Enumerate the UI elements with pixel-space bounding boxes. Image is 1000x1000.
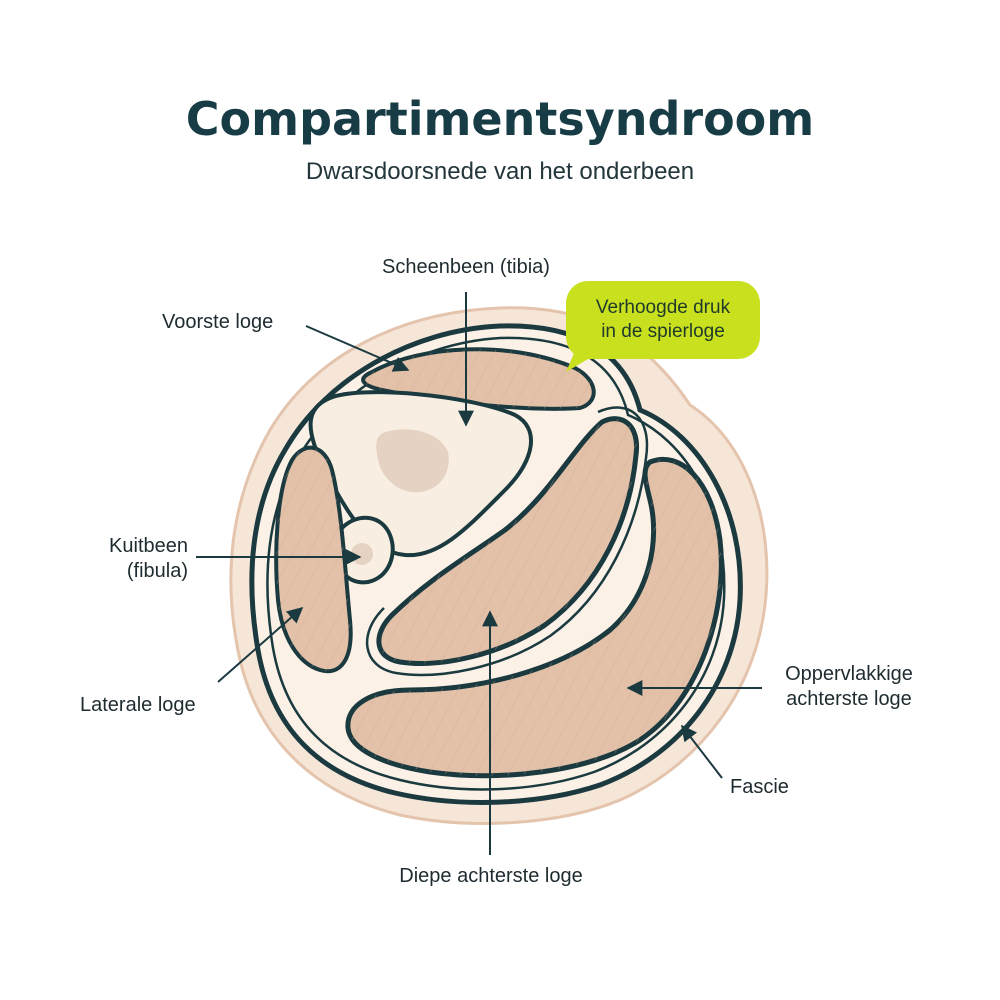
pressure-callout: Verhoogde druk in de spierloge <box>566 281 760 359</box>
callout-line-2: in de spierloge <box>601 321 725 342</box>
diagram-subtitle: Dwarsdoorsnede van het onderbeen <box>305 158 695 185</box>
label-anterior-compartment: Voorste loge <box>162 311 274 333</box>
label-deep-posterior-compartment: Diepe achterste loge <box>399 865 583 887</box>
callout-line-1: Verhoogde druk <box>595 297 731 318</box>
tibia-marrow <box>376 429 449 493</box>
leader-anterior <box>305 325 410 372</box>
label-fascia: Fascie <box>730 776 789 798</box>
label-superficial-posterior-compartment: Oppervlakkige achterste loge <box>785 663 913 710</box>
label-lateral-compartment: Laterale loge <box>80 694 196 716</box>
leader-fascia <box>681 724 723 779</box>
leader-lateral <box>217 606 304 683</box>
deep-posterior-inner-fascia <box>365 406 649 677</box>
label-tibia: Scheenbeen (tibia) <box>382 256 550 278</box>
fibula-marrow <box>351 543 373 565</box>
label-fibula: Kuitbeen (fibula) <box>109 535 188 582</box>
diagram-title: Compartimentsyndroom <box>185 92 815 146</box>
